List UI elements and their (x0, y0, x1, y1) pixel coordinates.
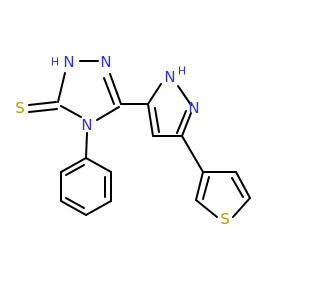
bond-ph-3-4 (85, 200, 112, 216)
bond-th-c3-c2-double (202, 176, 210, 200)
atom-triazole-n1: N (63, 53, 74, 71)
atom-pyrazole-n2: N (188, 99, 199, 117)
bond-n2-c3-double (103, 77, 115, 105)
bond-n2-c3 (109, 73, 122, 105)
atom-labels: S H N N N N H N S (15, 53, 230, 228)
bond-th-c3-c2 (195, 171, 204, 201)
bond-pz-n2-c3 (181, 112, 192, 137)
bond-th-c5-c4 (235, 171, 251, 199)
bond-th-c2-s (195, 199, 218, 218)
bond-pz-c4-c5-double (154, 107, 160, 133)
bond-c5-s-double-a (28, 101, 57, 106)
bond-ph-inner-c (65, 164, 85, 176)
bond-th-s-c5 (232, 197, 251, 218)
atom-triazole-n4: N (81, 116, 92, 134)
bond-ph-6-1 (60, 157, 87, 173)
bond-pz-c5-n1 (147, 83, 162, 105)
bond-c5-s-double-b (28, 108, 58, 113)
bond-pyrazole-thiophene (181, 135, 204, 173)
atom-triazole-n2: N (100, 53, 111, 71)
bond-pz-n1-n2 (177, 85, 192, 106)
atom-thiophene-sulfur: S (220, 210, 230, 228)
bond-n4-phenyl (85, 132, 88, 159)
bond-ph-4-5 (60, 200, 87, 216)
bond-pz-c4-c5 (147, 103, 154, 137)
molecule-structure-diagram: S H N N N N H N S (15, 53, 251, 228)
bond-ph-1-2 (85, 157, 112, 173)
bond-c3-n4 (96, 106, 120, 121)
bond-pz-n2-c3-double (176, 110, 187, 134)
bond-n4-c5 (60, 105, 82, 118)
bonds (28, 60, 251, 218)
bond-c5-n1 (57, 72, 66, 103)
atom-thione-sulfur: S (15, 99, 25, 117)
bond-ph-inner-b (65, 197, 85, 209)
bond-th-c5-c4-double (231, 177, 244, 198)
atom-triazole-n1-hydrogen: H (51, 56, 59, 69)
atom-pyrazole-n1-hydrogen: H (178, 65, 186, 78)
atom-pyrazole-n1: N (164, 68, 175, 86)
